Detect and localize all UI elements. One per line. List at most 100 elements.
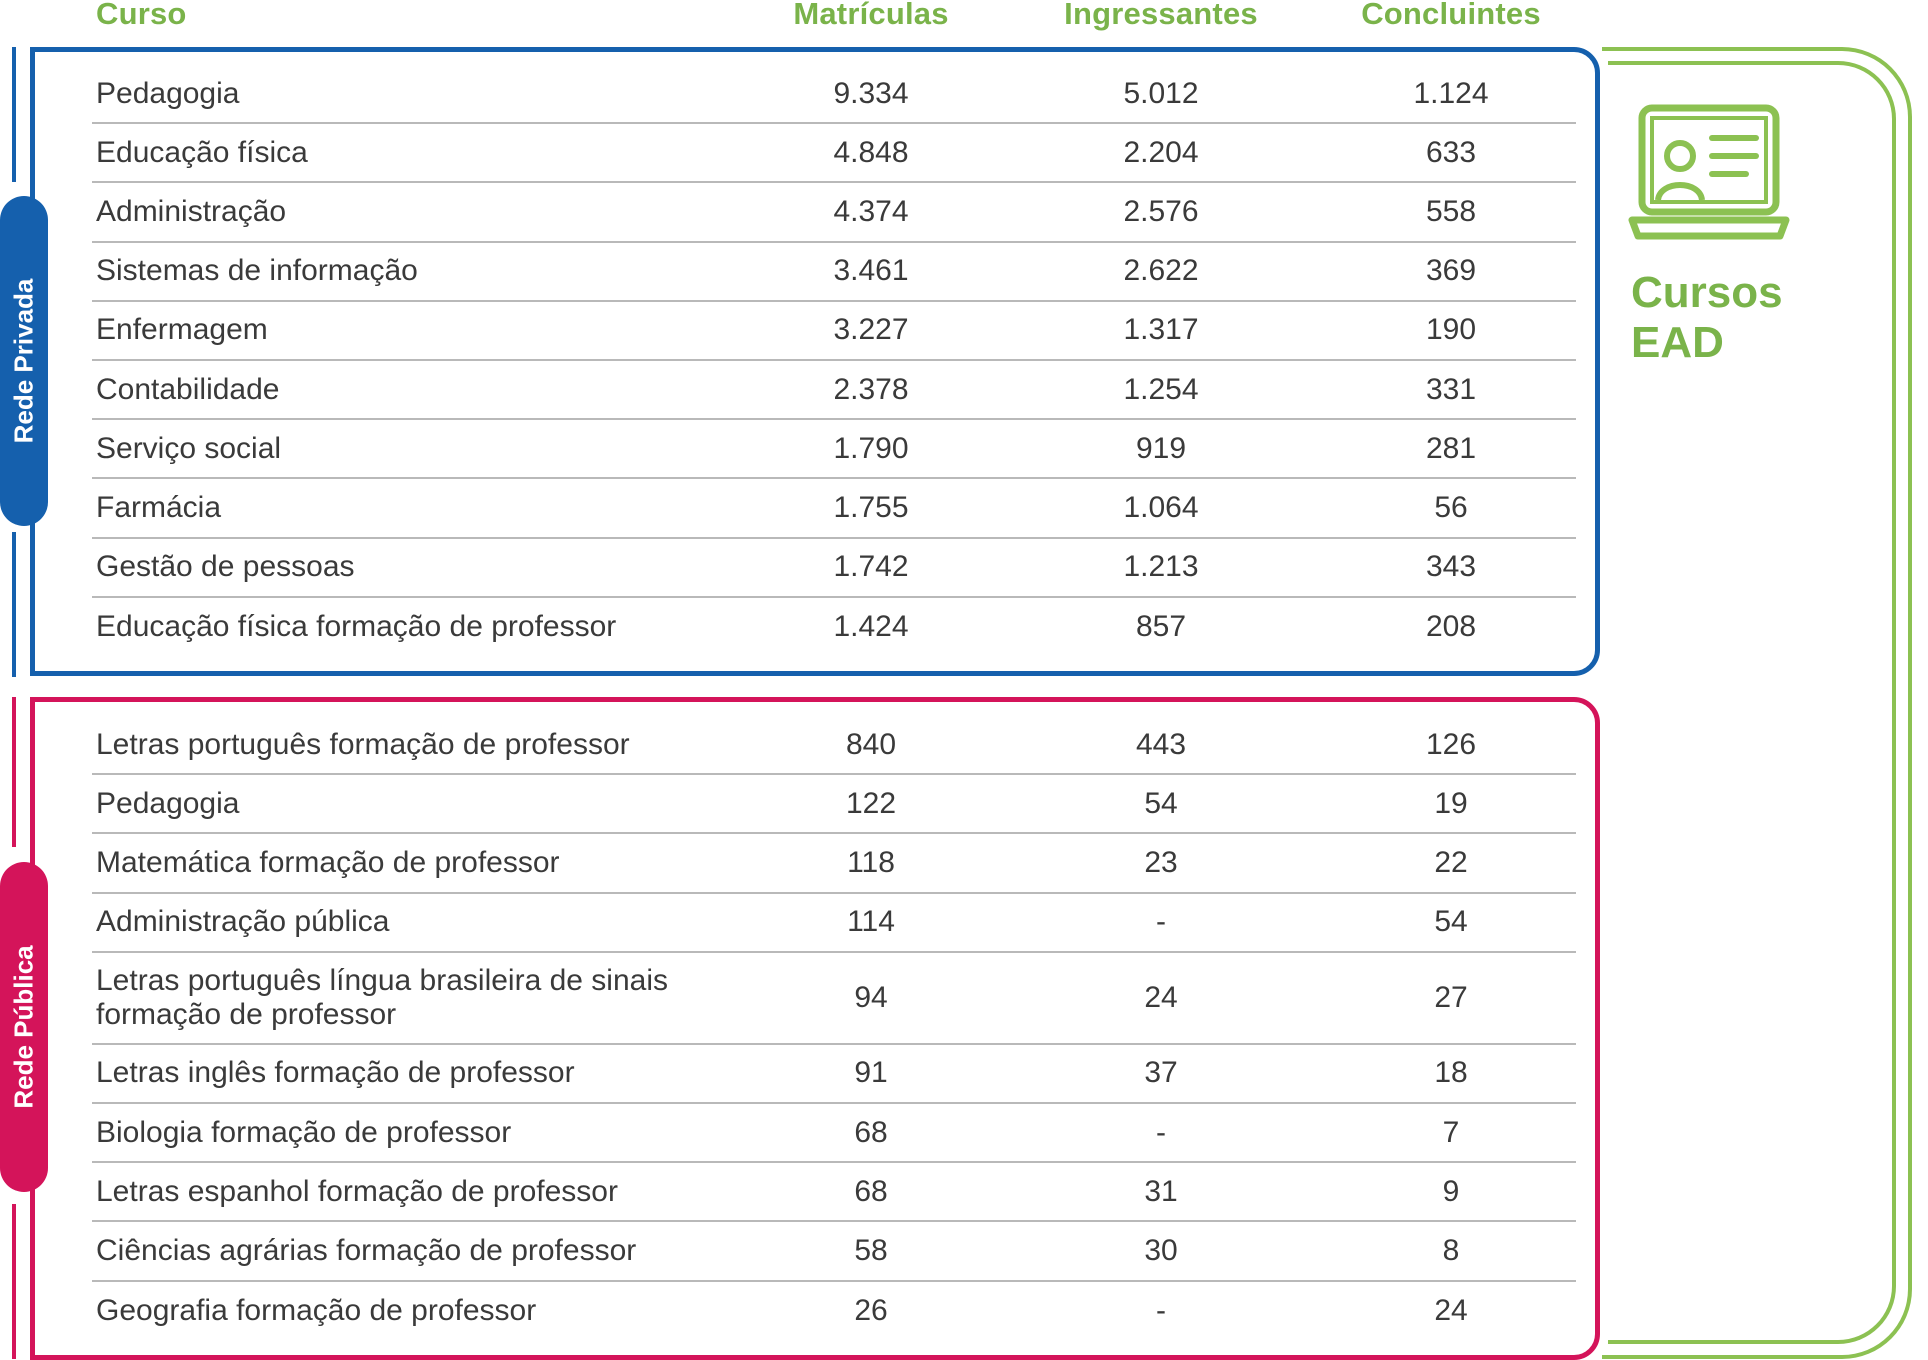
private-tick-top [12, 47, 16, 182]
table-row: Letras espanhol formação de professor 68 3… [92, 1163, 1576, 1223]
graduates-value: 208 [1425, 610, 1477, 644]
graduates-value: 9 [1442, 1174, 1460, 1208]
table-row: Contabilidade 2.378 1.254 331 [92, 361, 1576, 421]
entrants-value: - [1156, 905, 1166, 939]
entrants-value: 1.317 [1123, 313, 1199, 347]
graduates-value: 54 [1434, 905, 1468, 939]
public-network-tab: Rede Pública [0, 862, 48, 1192]
course-name: Serviço social [96, 431, 282, 465]
graduates-value: 558 [1425, 194, 1477, 228]
graduates-value: 8 [1442, 1233, 1460, 1267]
ead-title-line2: EAD [1631, 318, 1724, 367]
course-name: Geografia formação de professor [96, 1294, 537, 1328]
public-tick-bottom [12, 1204, 16, 1359]
entrants-value: 31 [1144, 1174, 1178, 1208]
graduates-value: 331 [1425, 372, 1477, 406]
private-network-tab: Rede Privada [0, 196, 48, 526]
course-name: Gestão de pessoas [96, 550, 355, 584]
graduates-value: 126 [1425, 727, 1477, 761]
enrollments-value: 68 [854, 1174, 888, 1208]
entrants-value: 24 [1144, 980, 1178, 1014]
entrants-value: 443 [1135, 727, 1187, 761]
course-name: Sistemas de informação [96, 254, 418, 288]
entrants-value: 54 [1144, 786, 1178, 820]
graduates-value: 343 [1425, 550, 1477, 584]
enrollments-value: 94 [854, 980, 888, 1014]
course-name: Administração [96, 194, 287, 228]
course-name: Ciências agrárias formação de professor [96, 1233, 637, 1267]
course-name: Letras português língua brasileira de si… [96, 963, 669, 1031]
course-name: Educação física formação de professor [96, 610, 617, 644]
table-row: Sistemas de informação 3.461 2.622 369 [92, 243, 1576, 302]
enrollments-value: 4.374 [833, 194, 909, 228]
entrants-value: 857 [1135, 610, 1187, 644]
enrollments-value: 118 [847, 845, 895, 879]
ead-panel-title: Cursos EAD [1631, 268, 1783, 368]
ead-title-line1: Cursos [1631, 268, 1783, 317]
course-name: Pedagogia [96, 76, 240, 110]
enrollments-value: 26 [854, 1294, 888, 1328]
header-graduates: Concluintes [1361, 0, 1541, 31]
entrants-value: 5.012 [1123, 76, 1199, 110]
header-entrants: Ingressantes [1064, 0, 1258, 31]
course-name: Letras português formação de professor [96, 727, 630, 761]
table-row: Enfermagem 3.227 1.317 190 [92, 302, 1576, 361]
ead-panel-outer-border [1602, 47, 1912, 1359]
entrants-value: 2.576 [1123, 194, 1199, 228]
graduates-value: 18 [1434, 1056, 1468, 1090]
enrollments-value: 1.790 [833, 431, 909, 465]
enrollments-value: 4.848 [833, 135, 909, 169]
table-row: Letras inglês formação de professor 91 37 1… [92, 1045, 1576, 1104]
enrollments-value: 2.378 [833, 372, 909, 406]
enrollments-value: 3.461 [833, 254, 909, 288]
enrollments-value: 840 [845, 727, 897, 761]
course-name: Educação física [96, 135, 308, 169]
entrants-value: - [1156, 1294, 1166, 1328]
entrants-value: 1.254 [1123, 372, 1199, 406]
enrollments-value: 1.742 [833, 550, 909, 584]
enrollments-value: 68 [854, 1115, 888, 1149]
course-name: Letras espanhol formação de professor [96, 1174, 618, 1208]
course-name: Matemática formação de professor [96, 845, 560, 879]
enrollments-value: 114 [847, 905, 895, 939]
table-row: Administração 4.374 2.576 558 [92, 183, 1576, 243]
graduates-value: 7 [1442, 1115, 1460, 1149]
course-name: Enfermagem [96, 313, 268, 347]
enrollments-value: 3.227 [833, 313, 909, 347]
entrants-value: 30 [1144, 1233, 1178, 1267]
header-course: Curso [96, 0, 187, 31]
table-row: Letras português língua brasileira de si… [92, 953, 1576, 1045]
table-row: Ciências agrárias formação de professor 5… [92, 1222, 1576, 1282]
graduates-value: 190 [1425, 313, 1477, 347]
course-name: Contabilidade [96, 372, 280, 406]
entrants-value: 37 [1144, 1056, 1178, 1090]
public-network-label: Rede Pública [8, 945, 39, 1109]
course-name: Administração pública [96, 905, 390, 939]
header-enrollments: Matrículas [793, 0, 949, 31]
public-tick-top [12, 697, 16, 847]
graduates-value: 24 [1434, 1294, 1468, 1328]
table-row: Administração pública 114 - 54 [92, 894, 1576, 953]
private-network-label: Rede Privada [8, 278, 39, 444]
graduates-value: 281 [1425, 431, 1477, 465]
course-name: Farmácia [96, 490, 222, 524]
graduates-value: 56 [1434, 490, 1468, 524]
enrollments-value: 58 [854, 1233, 888, 1267]
enrollments-value: 9.334 [833, 76, 909, 110]
entrants-value: 23 [1144, 845, 1178, 879]
entrants-value: 2.622 [1123, 254, 1199, 288]
graduates-value: 369 [1425, 254, 1477, 288]
enrollments-value: 91 [854, 1056, 888, 1090]
enrollments-value: 1.755 [833, 490, 909, 524]
entrants-value: 1.213 [1123, 550, 1199, 584]
graduates-value: 19 [1434, 786, 1468, 820]
course-name: Pedagogia [96, 786, 240, 820]
graduates-value: 633 [1425, 135, 1477, 169]
entrants-value: - [1156, 1115, 1166, 1149]
course-name: Letras inglês formação de professor [96, 1056, 575, 1090]
enrollments-value: 122 [845, 786, 897, 820]
